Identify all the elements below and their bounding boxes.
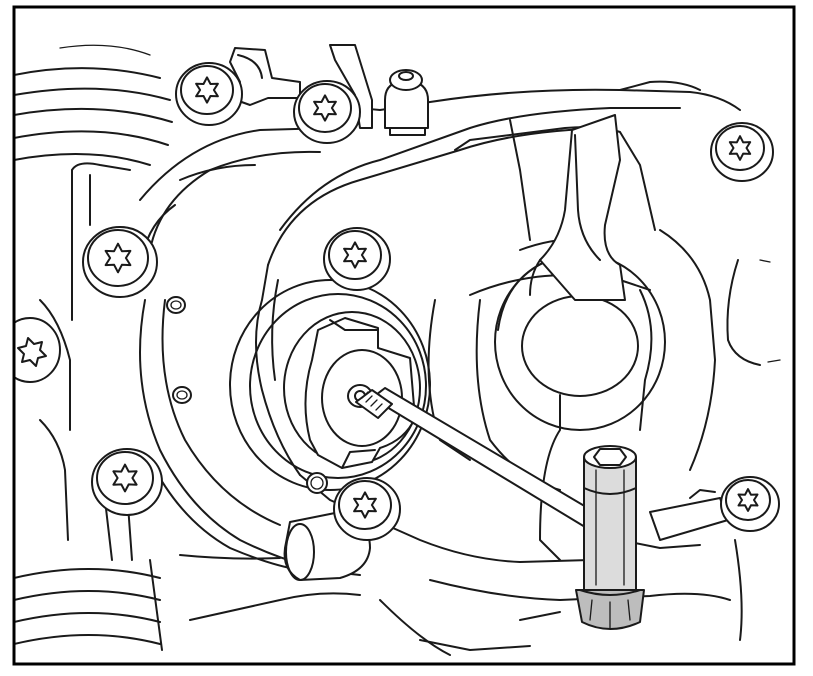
- torx-bolt-icon: [293, 80, 361, 144]
- left-frame-rail: [39, 162, 133, 561]
- torx-bolt-icon: [710, 122, 774, 182]
- torx-bolt-icon: [333, 477, 401, 541]
- torx-bolt-icon: [91, 448, 163, 516]
- torx-recess: [353, 491, 377, 519]
- torx-recess: [728, 135, 752, 161]
- torx-bolt-icon: [323, 227, 391, 291]
- torx-bolt-icon: [720, 476, 780, 532]
- lower-left-spring: [14, 559, 163, 651]
- t-handle-socket-wrench-icon: [575, 445, 645, 630]
- dowel-holes: [166, 296, 328, 494]
- torx-recess: [112, 463, 138, 493]
- figure-frame: [12, 5, 796, 666]
- torx-recess: [313, 94, 337, 122]
- torx-recess: [195, 76, 219, 104]
- torx-recess: [343, 241, 367, 269]
- torx-recess: [737, 488, 759, 512]
- drawing-content: [14, 44, 781, 656]
- lower-right-bracket: [379, 489, 743, 656]
- upper-bracket: [229, 44, 373, 129]
- torx-bolt-icon: [14, 317, 61, 383]
- torx-bolt-icon: [82, 226, 158, 298]
- grease-nipple-icon: [384, 69, 429, 136]
- torx-recess: [104, 242, 132, 274]
- upper-left-spring: [14, 44, 173, 166]
- torx-bolt-icon: [175, 62, 243, 126]
- torx-bit-extension: [355, 387, 599, 531]
- counterhold-tool: [529, 114, 626, 301]
